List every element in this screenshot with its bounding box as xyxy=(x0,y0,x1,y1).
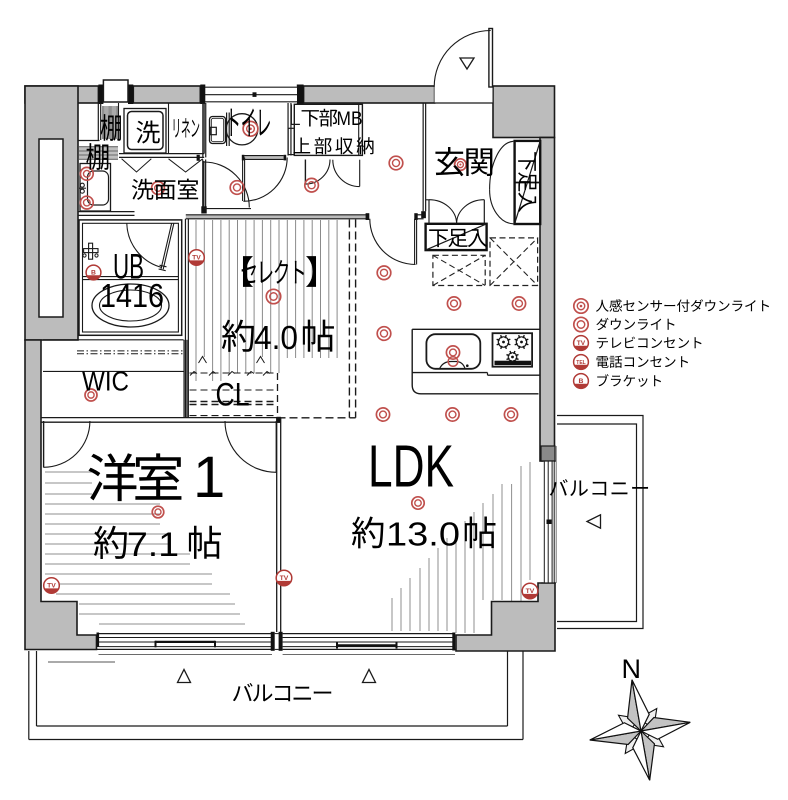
svg-text:MB: MB xyxy=(337,109,363,130)
svg-text:7.1: 7.1 xyxy=(127,526,179,564)
svg-text:TV: TV xyxy=(526,588,535,595)
svg-text:CL: CL xyxy=(216,377,250,413)
svg-text:TV: TV xyxy=(192,255,201,262)
svg-text:TV: TV xyxy=(47,583,56,590)
svg-text:UB: UB xyxy=(113,247,144,287)
svg-text:N: N xyxy=(622,654,642,684)
svg-text:13.0: 13.0 xyxy=(386,517,460,554)
svg-text:1: 1 xyxy=(193,445,225,510)
svg-text:1416: 1416 xyxy=(100,277,164,314)
svg-text:WIC: WIC xyxy=(82,366,129,397)
svg-text:B: B xyxy=(91,270,96,277)
svg-text:B: B xyxy=(579,378,584,385)
svg-text:TV: TV xyxy=(280,575,289,582)
svg-text:4.0: 4.0 xyxy=(254,320,298,357)
svg-text:LDK: LDK xyxy=(368,434,454,500)
svg-text:TV: TV xyxy=(577,340,586,347)
svg-text:TEL: TEL xyxy=(576,360,585,366)
